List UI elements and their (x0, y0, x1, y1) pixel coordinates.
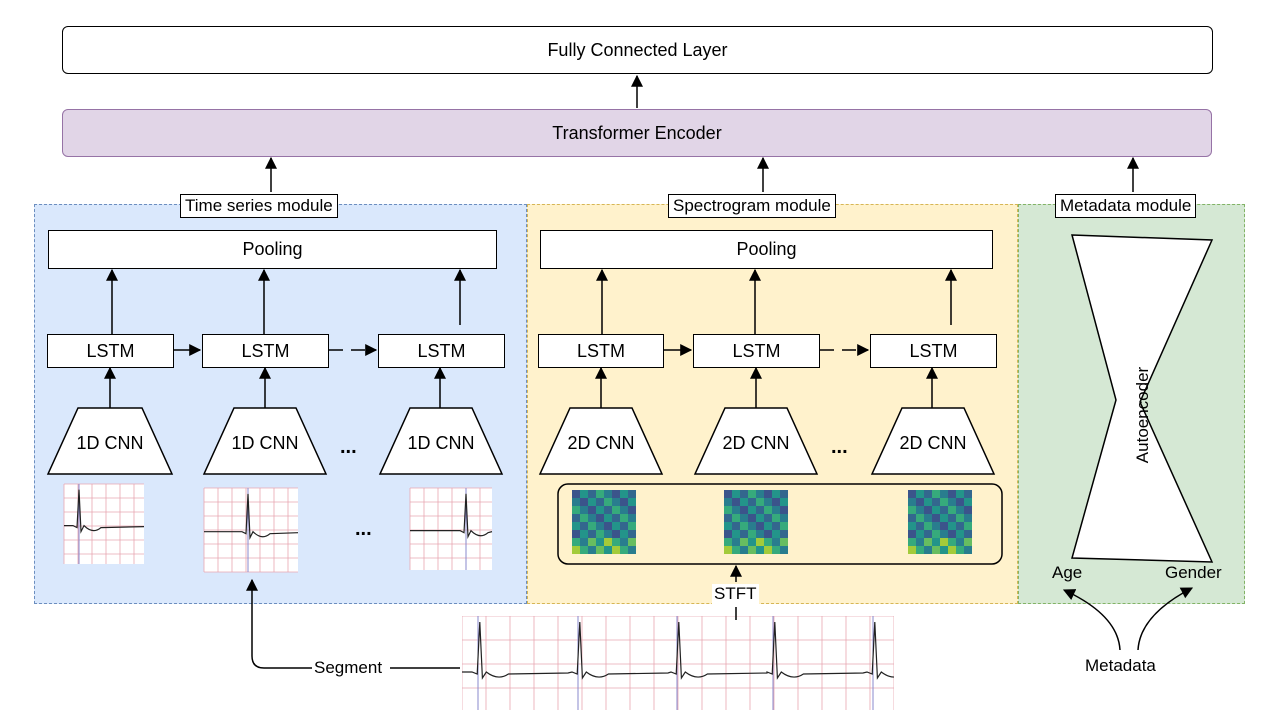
ecg-long-signal (462, 616, 894, 710)
cnn2d-shape-3 (870, 407, 996, 475)
ecg-thumbnail-3 (409, 487, 493, 570)
metadata-module-label: Metadata module (1055, 194, 1197, 218)
ecg-segment-thumbnails (63, 483, 493, 573)
gender-label: Gender (1165, 563, 1222, 582)
metadata-to-gender-arrow (1137, 587, 1194, 651)
fully-connected-layer: Fully Connected Layer (62, 26, 1213, 74)
cnn1d-label-2: 1D CNN (231, 433, 299, 453)
cnn2d-label-2: 2D CNN (722, 433, 790, 453)
time-ecg-ellipsis: ... (355, 518, 372, 540)
cnn2d-shape-2 (693, 407, 819, 475)
time-cnn-ellipsis: ... (340, 436, 357, 458)
transformer-encoder-label: Transformer Encoder (552, 122, 722, 143)
fully-connected-label: Fully Connected Layer (547, 39, 728, 60)
time-lstm-3-label: LSTM (417, 340, 466, 361)
autoencoder-label: Autoencoder (1133, 366, 1152, 463)
spec-lstm-3-label: LSTM (909, 340, 958, 361)
ecg-thumbnail-2 (203, 487, 299, 573)
age-label: Age (1052, 563, 1083, 582)
segment-label: Segment (314, 658, 383, 677)
time-series-module-label: Time series module (180, 194, 338, 218)
spec-pooling-box: Pooling (540, 230, 993, 269)
spec-lstm-1-label: LSTM (576, 340, 625, 361)
time-pooling-box: Pooling (48, 230, 497, 269)
cnn1d-label-3: 1D CNN (407, 433, 475, 453)
spectrogram-group-frame (557, 483, 1003, 565)
cnn2d-label-3: 2D CNN (899, 433, 967, 453)
spectrogram-thumbnail-2 (724, 490, 788, 554)
spectrogram-thumbnail-1 (572, 490, 636, 554)
spec-lstm-3: LSTM (870, 334, 997, 368)
time-lstm-1-label: LSTM (86, 340, 135, 361)
cnn1d-shape-3 (378, 407, 504, 475)
cnn2d-label-1: 2D CNN (567, 433, 635, 453)
transformer-encoder: Transformer Encoder (62, 109, 1212, 157)
cnn1d-shape-2 (202, 407, 328, 475)
cnn1d-label-1: 1D CNN (76, 433, 144, 453)
time-pooling-label: Pooling (242, 239, 303, 259)
spectrogram-module-label: Spectrogram module (668, 194, 836, 218)
ecg-thumbnail-1 (63, 483, 145, 564)
spec-lstm-2-label: LSTM (732, 340, 781, 361)
segment-arrow (246, 578, 312, 669)
spectrogram-thumbnails (572, 490, 972, 554)
spec-pooling-label: Pooling (736, 239, 797, 259)
spec-lstm-1: LSTM (538, 334, 664, 368)
cnn1d-shape-1 (46, 407, 174, 475)
time-lstm-1: LSTM (47, 334, 174, 368)
metadata-to-age-arrow (1062, 589, 1121, 651)
stft-label: STFT (712, 584, 759, 604)
spec-cnn-ellipsis: ... (831, 436, 848, 458)
time-lstm-2: LSTM (202, 334, 329, 368)
spec-lstm-2: LSTM (693, 334, 820, 368)
autoencoder-shape (1071, 234, 1214, 563)
metadata-label: Metadata (1085, 656, 1156, 675)
cnn2d-shape-1 (538, 407, 664, 475)
time-lstm-2-label: LSTM (241, 340, 290, 361)
spectrogram-thumbnail-3 (908, 490, 972, 554)
time-lstm-3: LSTM (378, 334, 505, 368)
